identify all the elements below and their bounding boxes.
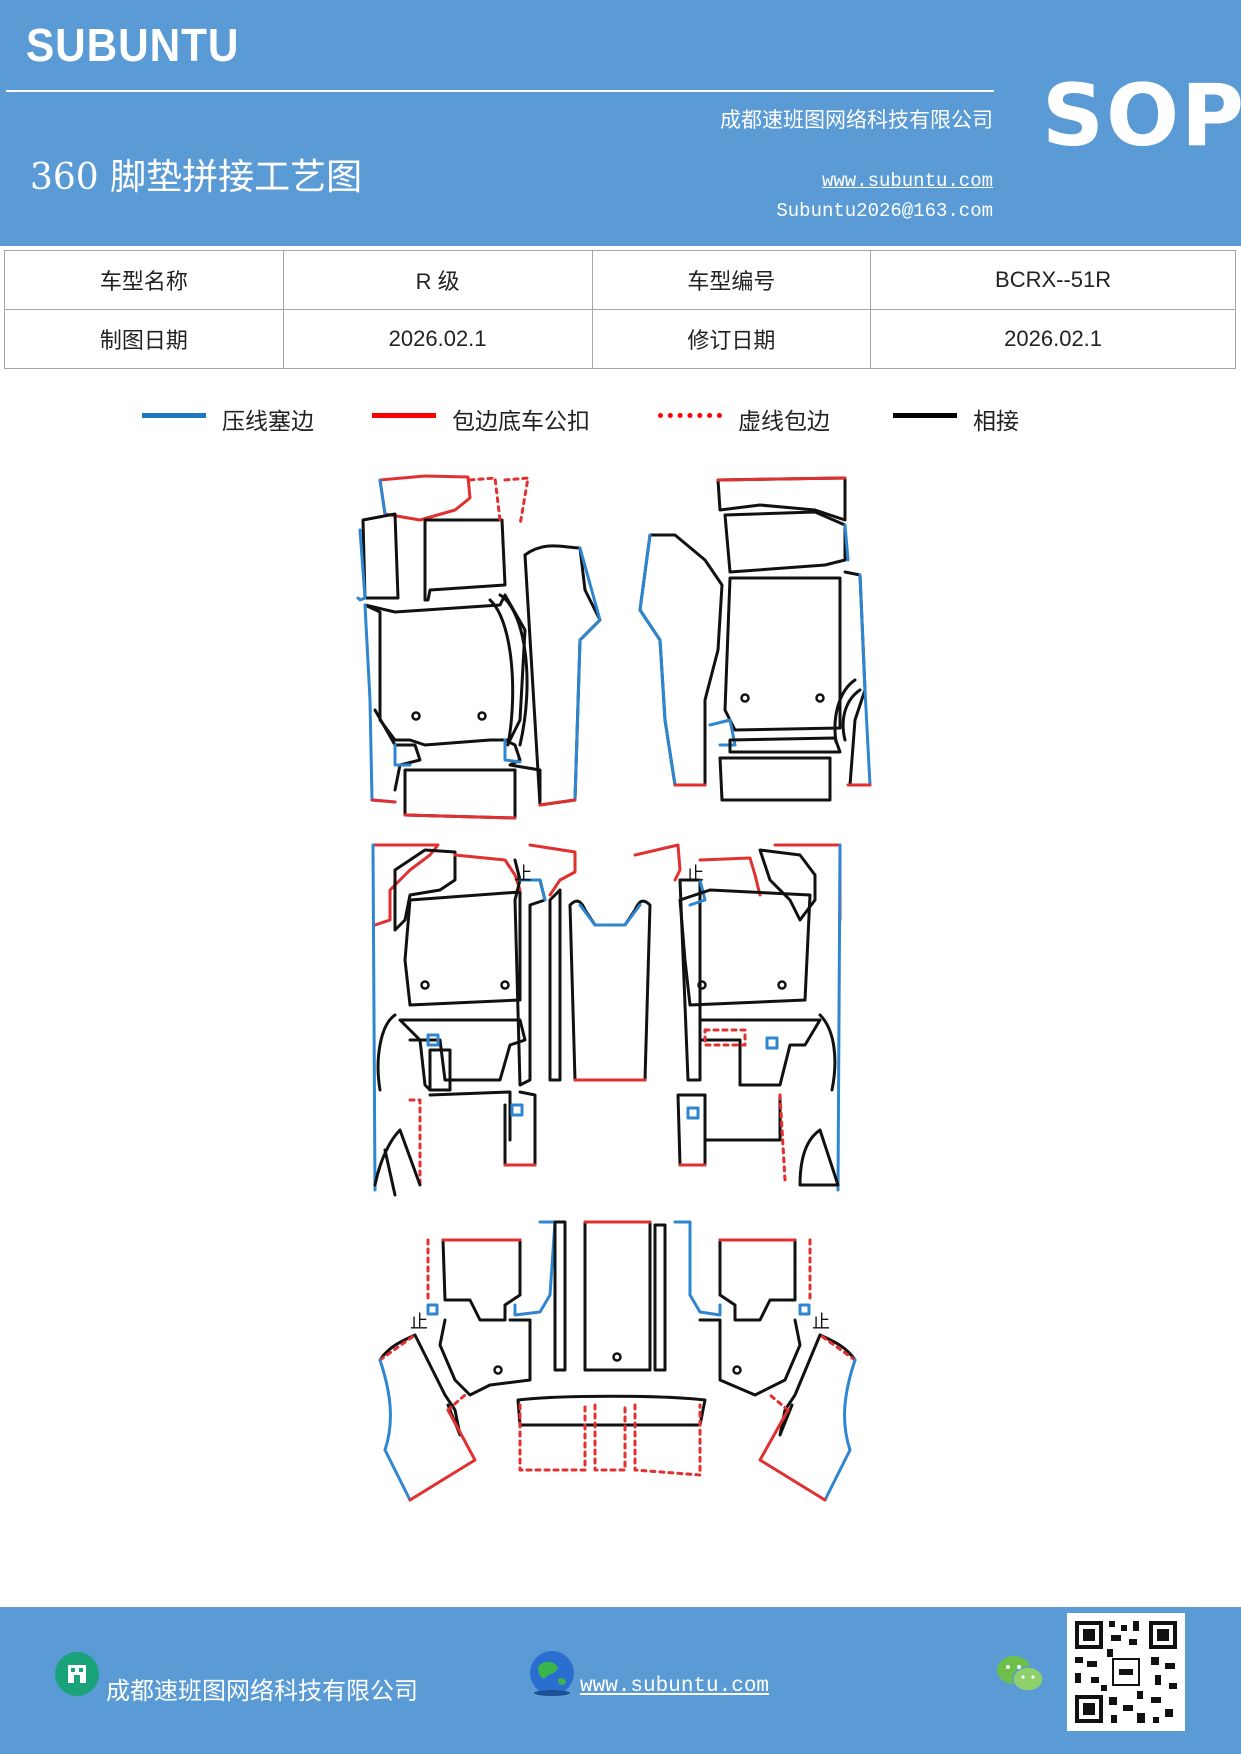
company-name: 成都速班图网络科技有限公司: [720, 108, 993, 132]
building-icon: [55, 1652, 99, 1696]
table-row: 制图日期 2026.02.1 修订日期 2026.02.1: [4, 309, 1236, 369]
revise-date-value: 2026.02.1: [870, 309, 1236, 369]
model-name-label: 车型名称: [4, 250, 284, 310]
brand-logo: SUBUNTU: [26, 19, 240, 71]
email-address: Subuntu2026@163.com: [776, 200, 993, 222]
qr-code: [1067, 1613, 1185, 1731]
footer: 成都速班图网络科技有限公司 www.subuntu.com: [0, 1607, 1241, 1754]
model-code-value: BCRX--51R: [870, 250, 1236, 310]
model-name-value: R 级: [282, 250, 593, 310]
stop-mark: 止: [514, 864, 532, 885]
header: SUBUNTU 成都速班图网络科技有限公司 360 脚垫拼接工艺图 www.su…: [0, 0, 1241, 246]
legend-swatch: [658, 413, 722, 418]
front-right-mat: [638, 476, 872, 802]
front-left-mat: [356, 474, 602, 820]
header-divider: [6, 90, 994, 92]
legend-label: 相接: [973, 409, 1019, 435]
draw-date-value: 2026.02.1: [282, 309, 593, 369]
trunk-mat: [378, 1220, 857, 1502]
qr-code-pattern: [1075, 1621, 1177, 1723]
legend-label: 压线塞边: [222, 409, 314, 435]
legend-label: 虚线包边: [738, 409, 830, 435]
rear-left-mat: [371, 843, 577, 1197]
info-table: 车型名称 R 级 车型编号 BCRX--51R 制图日期 2026.02.1 修…: [4, 250, 1236, 369]
floor-mat-diagram: 止 止 止 止: [356, 474, 872, 1502]
footer-website-link[interactable]: www.subuntu.com: [580, 1675, 770, 1698]
legend: 压线塞边 包边底车公扣 虚线包边 相接: [0, 398, 1241, 442]
stop-mark: 止: [686, 864, 704, 885]
revise-date-label: 修订日期: [591, 309, 872, 369]
table-row: 车型名称 R 级 车型编号 BCRX--51R: [4, 250, 1236, 310]
page-title: 360 脚垫拼接工艺图: [30, 157, 363, 198]
wechat-icon[interactable]: [996, 1653, 1044, 1695]
website-link[interactable]: www.subuntu.com: [821, 170, 993, 192]
draw-date-label: 制图日期: [4, 309, 284, 369]
rear-center-mat: [568, 899, 652, 1082]
legend-swatch: [142, 413, 206, 418]
legend-swatch: [893, 413, 957, 418]
stop-mark: 止: [410, 1312, 428, 1333]
sop-badge: SOP: [1042, 66, 1241, 166]
legend-swatch: [372, 413, 436, 418]
footer-company-name: 成都速班图网络科技有限公司: [106, 1677, 418, 1705]
stop-mark: 止: [812, 1312, 830, 1333]
globe-icon: [530, 1651, 574, 1696]
rear-right-mat: [633, 843, 842, 1192]
model-code-label: 车型编号: [591, 250, 872, 310]
legend-label: 包边底车公扣: [452, 409, 590, 435]
